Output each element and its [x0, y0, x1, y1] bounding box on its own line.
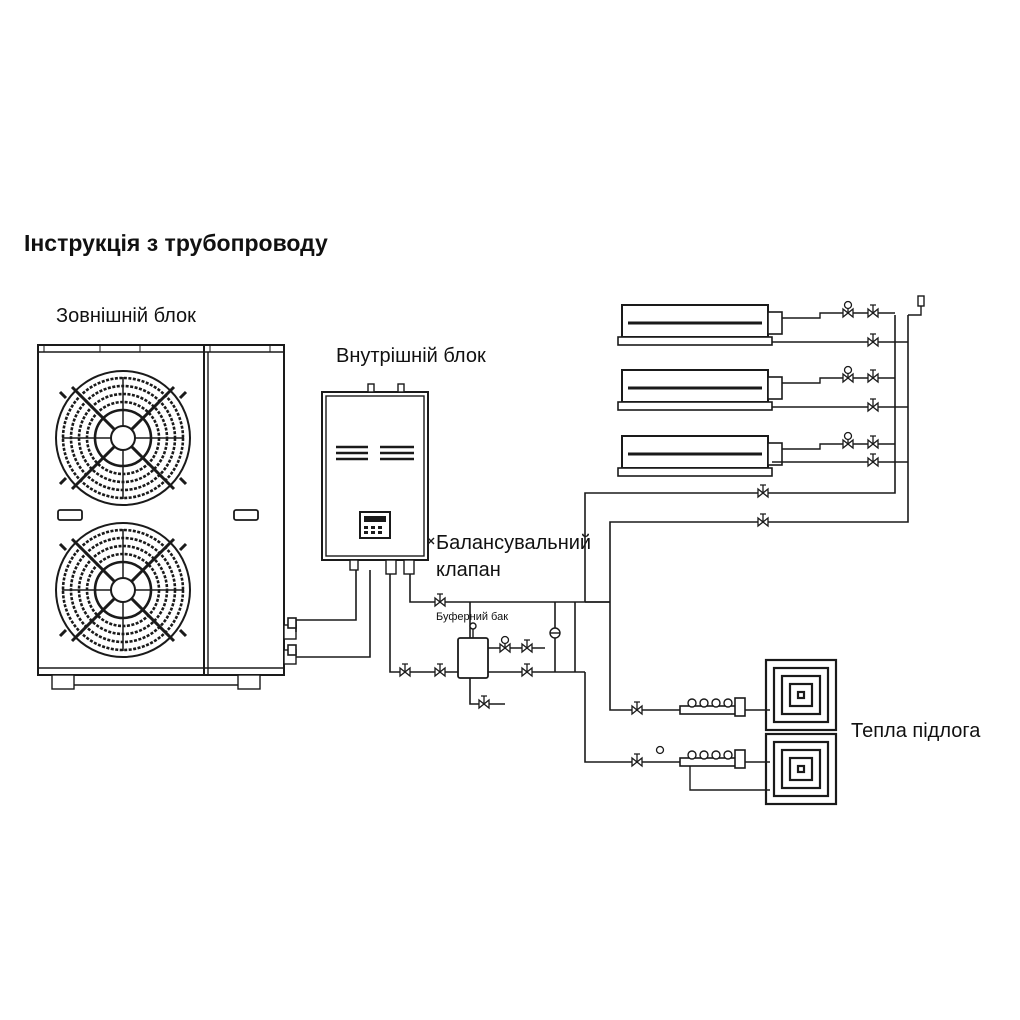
outdoor-unit	[37, 344, 297, 690]
indoor-unit-label: Внутрішній блок	[336, 345, 486, 367]
hydronic-pipes	[389, 315, 909, 763]
valve-stem	[870, 398, 876, 407]
gauge-icon	[843, 300, 853, 310]
fan-coil-icon	[617, 435, 783, 477]
fan-coil-unit-1	[617, 304, 908, 346]
valve-stem	[870, 333, 876, 342]
valve-stem	[870, 435, 876, 444]
refrigerant-pipes	[287, 570, 371, 658]
fan-coil-unit-2	[617, 369, 908, 411]
valve-stem	[870, 304, 876, 313]
floor-heating-label: Тепла підлога	[851, 720, 981, 742]
gauge-icon	[500, 635, 510, 645]
manifold-icon	[679, 749, 746, 769]
balancing-valve-label-line1: Балансувальний	[436, 532, 592, 554]
valve-stem	[634, 753, 640, 762]
valve-stem	[524, 663, 530, 672]
fan-coil-icon	[617, 369, 783, 411]
valve-stem	[524, 639, 530, 648]
floor-coil-icon	[764, 658, 838, 732]
buffer-tank	[457, 622, 489, 679]
valve-stem	[870, 369, 876, 378]
valve-stem	[481, 695, 487, 704]
balancing-valve-label-line2: клапан	[436, 559, 501, 581]
balancing-valve-label: Балансувальний клапан	[436, 530, 591, 584]
floor-heating-circuit-1	[679, 658, 838, 732]
valve-stem	[437, 663, 443, 672]
valve-stem	[634, 701, 640, 710]
fan-coil-unit-3	[617, 435, 908, 477]
indoor-unit	[321, 383, 435, 575]
valve-stem	[402, 663, 408, 672]
gauge-icon	[843, 365, 853, 375]
floor-heating-circuit-2	[679, 732, 838, 806]
diagram-title: Інструкція з трубопроводу	[24, 230, 328, 256]
outdoor-unit-label: Зовнішній блок	[56, 305, 196, 327]
fan-coil-icon	[617, 304, 783, 346]
buffer-tank-label: Буферний бак	[436, 611, 509, 623]
manifold-icon	[679, 697, 746, 717]
fan-icon	[55, 522, 191, 658]
valve-stem	[760, 513, 766, 522]
valve-stem	[870, 453, 876, 462]
valve-stem	[437, 593, 443, 602]
valve-stem	[760, 484, 766, 493]
fan-icon	[55, 370, 191, 506]
gauge-icon	[843, 431, 853, 441]
pump-icon	[549, 627, 561, 639]
gauge-icon	[655, 745, 665, 755]
air-vent-icon	[917, 295, 925, 307]
floor-coil-icon	[764, 732, 838, 806]
